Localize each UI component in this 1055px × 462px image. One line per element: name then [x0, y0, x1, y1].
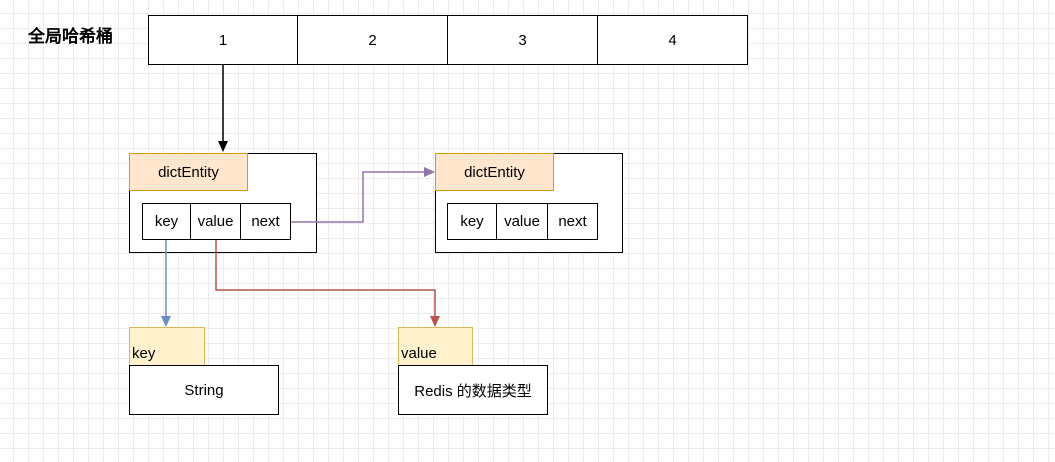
value-type-body: Redis 的数据类型 [398, 365, 548, 415]
key-type-body: String [129, 365, 279, 415]
bucket-4: 4 [597, 15, 748, 65]
dict-entity-left-header: dictEntity [129, 153, 248, 191]
bucket-3: 3 [447, 15, 598, 65]
dict-entity-left-key-field: key [142, 203, 191, 240]
dict-entity-right-header: dictEntity [435, 153, 554, 191]
key-type-header: key [129, 327, 205, 366]
next-pointer-arrow [291, 167, 435, 223]
bucket-to-entity-arrow [218, 65, 228, 152]
dict-entity-right-key-field: key [447, 203, 497, 240]
value-pointer-arrow [215, 240, 440, 327]
dict-entity-left-value-field: value [190, 203, 241, 240]
dict-entity-right-next-field: next [547, 203, 598, 240]
key-pointer-arrow [161, 240, 171, 327]
value-type-header: value [398, 327, 473, 366]
dict-entity-right-value-field: value [496, 203, 548, 240]
dict-entity-left-next-field: next [240, 203, 291, 240]
diagram-title: 全局哈希桶 [28, 27, 113, 46]
bucket-2: 2 [297, 15, 448, 65]
